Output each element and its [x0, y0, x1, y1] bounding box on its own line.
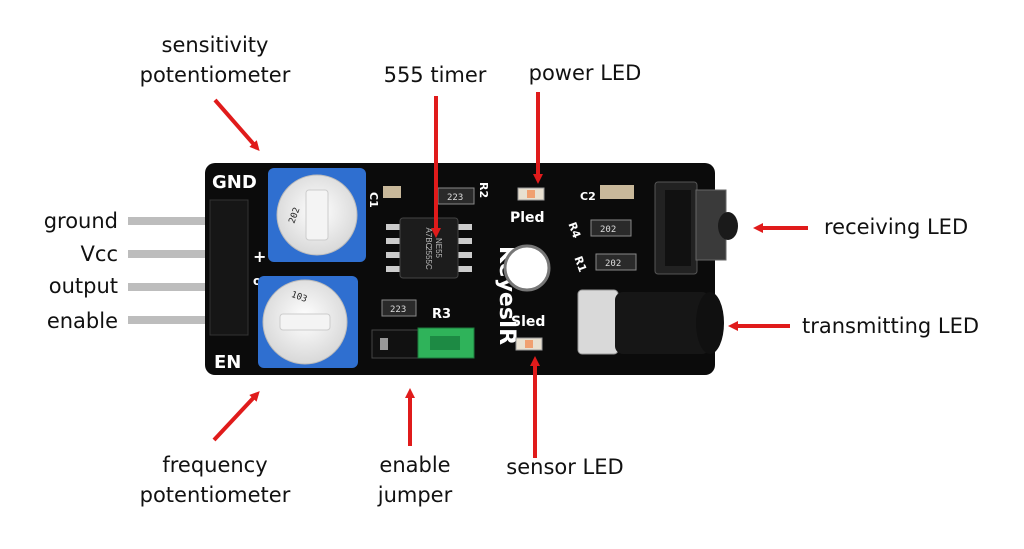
chip-marking-1: NE55 — [434, 238, 443, 259]
sensitivity-potentiometer: 202 — [268, 168, 366, 262]
gnd-silkscreen: GND — [212, 172, 257, 193]
plus-silkscreen: + — [253, 247, 266, 266]
c1-silkscreen: C1 — [367, 192, 380, 208]
c2-silkscreen: C2 — [580, 190, 596, 203]
sensitivity-label-line1: sensitivity — [161, 33, 269, 57]
timer-chip: NE55 A7BC 2555C — [386, 217, 472, 279]
r1-silkscreen: R1 — [571, 254, 589, 274]
jumper-label-line2: jumper — [377, 483, 453, 507]
resistor-202-b-code: 202 — [605, 259, 621, 269]
sensitivity-label-line2: potentiometer — [139, 63, 291, 87]
r2-silkscreen: R2 — [477, 182, 490, 198]
resistor-223-bottom — [381, 299, 417, 317]
arrow-sensitivity — [213, 98, 260, 152]
frequency-potentiometer: 103 — [258, 276, 358, 368]
pin-label-vcc: Vcc — [80, 242, 118, 266]
frequency-label-line1: frequency — [162, 453, 268, 477]
receiving-led-label: receiving LED — [824, 215, 969, 239]
pin-label-enable: enable — [46, 309, 118, 333]
sensor-led-label: sensor LED — [506, 455, 624, 479]
power-led-lens — [527, 190, 535, 198]
resistor-223-top-code: 223 — [447, 193, 463, 203]
resistor-202-b — [595, 253, 637, 271]
receiving-led-component — [654, 181, 738, 275]
chip-marking-3: 2555C — [424, 246, 433, 270]
header-pins — [128, 217, 224, 324]
arrow-frequency — [212, 391, 260, 442]
pled-silkscreen: Pled — [510, 210, 545, 226]
pin-label-output: output — [48, 274, 118, 298]
mounting-hole — [503, 244, 551, 292]
r4-silkscreen: R4 — [565, 220, 583, 240]
capacitor-c1 — [383, 186, 401, 198]
pin-header — [209, 199, 249, 336]
r3-silkscreen: R3 — [432, 307, 451, 322]
power-led-label: power LED — [528, 61, 642, 85]
chip-marking-2: A7BC — [424, 228, 433, 249]
sled-silkscreen: Sled — [511, 314, 545, 330]
en-silkscreen: EN — [214, 352, 241, 373]
pin-label-ground: ground — [43, 209, 118, 233]
timer-label: 555 timer — [383, 63, 487, 87]
callout-arrows — [212, 92, 808, 458]
sensor-led-lens — [525, 340, 533, 348]
transmitting-led-label: transmitting LED — [802, 314, 980, 338]
enable-jumper-component — [371, 327, 475, 359]
resistor-202-a — [590, 219, 632, 237]
resistor-223-bottom-code: 223 — [390, 305, 406, 315]
frequency-label-line2: potentiometer — [139, 483, 291, 507]
capacitor-c2 — [600, 185, 634, 199]
resistor-202-a-code: 202 — [600, 225, 616, 235]
transmitting-led-component — [577, 289, 724, 355]
jumper-label-line1: enable — [379, 453, 451, 477]
